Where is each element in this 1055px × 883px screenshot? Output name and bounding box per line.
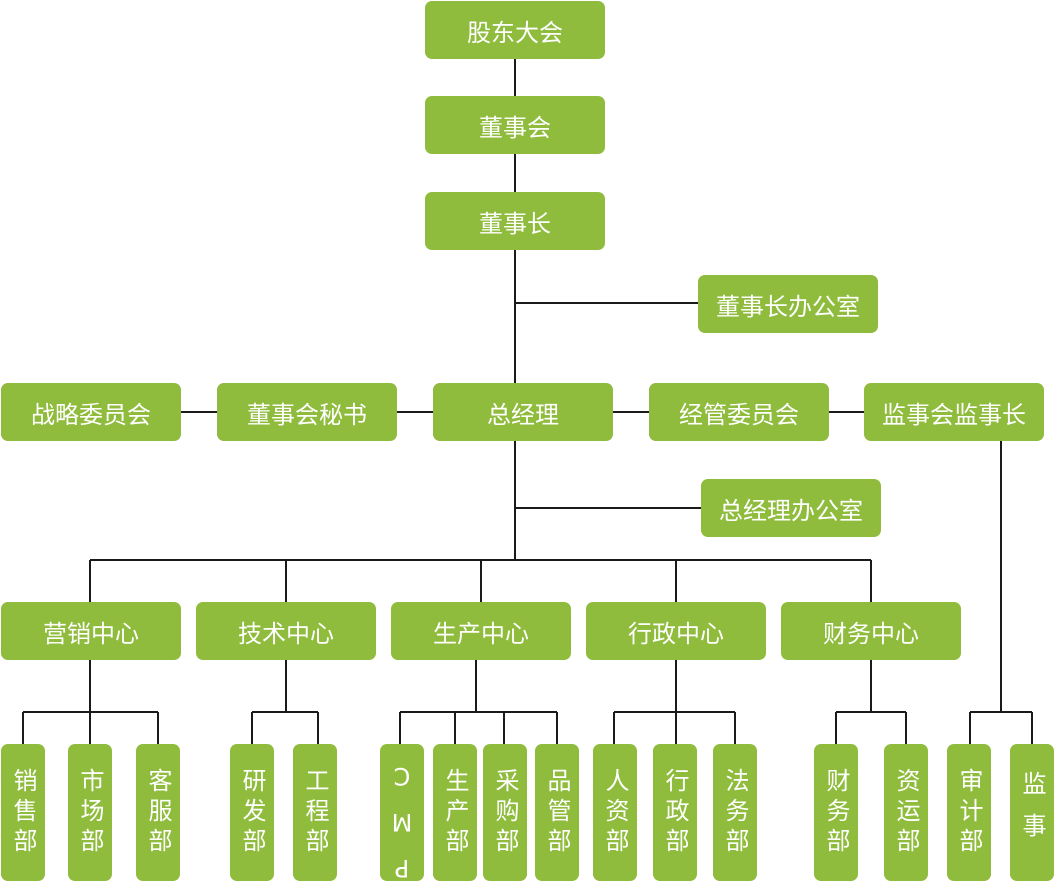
node-board: 董事会 (425, 96, 605, 154)
node-admin-center: 行政中心 (586, 602, 766, 660)
dept-label: 财务部 (822, 767, 850, 858)
node-production-center: 生产中心 (391, 602, 571, 660)
node-label: 董事会秘书 (247, 400, 367, 429)
dept-hr: 人资部 (593, 744, 637, 881)
node-gm-office: 总经理办公室 (701, 479, 881, 537)
node-chairman-office: 董事长办公室 (698, 275, 878, 333)
dept-legal: 法务部 (713, 744, 757, 881)
dept-service: 客服部 (136, 744, 180, 881)
node-label: 财务中心 (823, 619, 919, 648)
node-label: 战略委员会 (31, 400, 151, 429)
dept-label: 研发部 (238, 767, 266, 858)
dept-label: 市场部 (76, 767, 104, 858)
dept-pmc: PMC (380, 743, 424, 882)
dept-supervisor: 监事 (1010, 744, 1054, 881)
node-tech-center: 技术中心 (196, 602, 376, 660)
dept-quality: 品管部 (535, 744, 579, 881)
node-strategy-committee: 战略委员会 (1, 383, 181, 441)
node-management-committee: 经管委员会 (649, 383, 829, 441)
dept-label: 销售部 (9, 767, 37, 858)
dept-capital: 资运部 (884, 744, 928, 881)
dept-rnd: 研发部 (230, 744, 274, 881)
node-label: 经管委员会 (679, 400, 799, 429)
dept-label: PMC (388, 743, 416, 882)
dept-purchasing: 采购部 (483, 744, 527, 881)
dept-label: 生产部 (441, 767, 469, 858)
node-label: 总经理办公室 (719, 496, 863, 525)
dept-sales: 销售部 (1, 744, 45, 881)
node-label: 董事会 (479, 113, 551, 142)
dept-label: 品管部 (543, 767, 571, 858)
dept-label: 人资部 (601, 767, 629, 858)
dept-admin: 行政部 (653, 744, 697, 881)
node-label: 技术中心 (238, 619, 334, 648)
dept-label: 客服部 (144, 767, 172, 858)
node-label: 生产中心 (433, 619, 529, 648)
dept-engineering: 工程部 (293, 744, 337, 881)
node-chairman: 董事长 (425, 192, 605, 250)
node-label: 董事长办公室 (716, 292, 860, 321)
node-shareholders: 股东大会 (425, 1, 605, 59)
node-finance-center: 财务中心 (781, 602, 961, 660)
dept-label: 工程部 (301, 767, 329, 858)
node-label: 监事会监事长 (882, 400, 1026, 429)
node-label: 营销中心 (43, 619, 139, 648)
node-label: 股东大会 (467, 18, 563, 47)
node-label: 董事长 (479, 209, 551, 238)
dept-label: 采购部 (491, 767, 519, 858)
node-label: 行政中心 (628, 619, 724, 648)
dept-label: 行政部 (661, 767, 689, 858)
dept-market: 市场部 (68, 744, 112, 881)
dept-label: 监事 (1018, 770, 1046, 855)
dept-production: 生产部 (433, 744, 477, 881)
dept-finance: 财务部 (814, 744, 858, 881)
node-general-manager: 总经理 (433, 383, 613, 441)
node-marketing-center: 营销中心 (1, 602, 181, 660)
node-supervisory-chairman: 监事会监事长 (864, 383, 1044, 441)
dept-label: 审计部 (955, 767, 983, 858)
dept-audit: 审计部 (947, 744, 991, 881)
dept-label: 法务部 (721, 767, 749, 858)
dept-label: 资运部 (892, 767, 920, 858)
node-board-secretary: 董事会秘书 (217, 383, 397, 441)
node-label: 总经理 (487, 400, 559, 429)
